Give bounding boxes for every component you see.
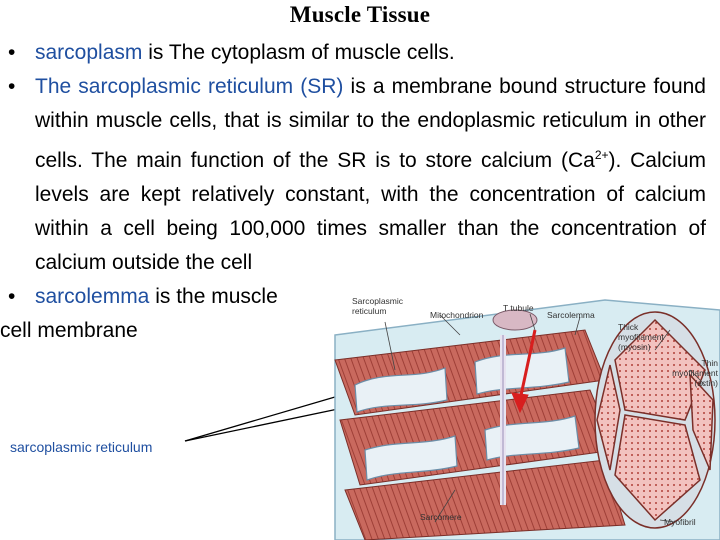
myofibril-section-2 (614, 414, 701, 522)
leader-myofibril (659, 519, 676, 523)
calcium-charge-sup: 2+ (594, 148, 609, 162)
definition-sarcoplasm: The cytoplasm of muscle cells. (163, 41, 455, 64)
mitochondrion-shape (492, 309, 538, 331)
label-sarcomere: Sarcomere (420, 512, 462, 522)
leader-sarcolemma (574, 316, 581, 336)
bullet-is: is (142, 41, 164, 64)
side-label-sarcoplasmic-reticulum: sarcoplasmic reticulum (10, 439, 153, 455)
myofibril-section-3 (689, 372, 714, 471)
reticulum-segment-3 (364, 435, 458, 481)
bullet-list: sarcoplasm is The cytoplasm of muscle ce… (0, 36, 706, 348)
myofibril-section-4 (596, 364, 621, 471)
leader-thin (689, 369, 706, 386)
page-title: Muscle Tissue (289, 2, 431, 27)
term-sarcoplasmic-reticulum: The sarcoplasmic reticulum (SR) (35, 75, 344, 98)
muscle-fiber-diagram (334, 299, 720, 540)
pointer-line-lower (184, 408, 339, 442)
definition-sarcolemma: the muscle (170, 285, 278, 308)
myofibril-section-1 (614, 318, 706, 421)
reticulum-segment-4 (484, 415, 580, 461)
leader-sr (384, 321, 396, 371)
red-arrow-head (511, 392, 529, 414)
leader-ttubule (529, 313, 536, 331)
label-sarcolemma: Sarcolemma (547, 310, 595, 320)
pointer-line-upper (184, 391, 353, 442)
leader-mito (439, 314, 461, 336)
sarcolemma-continuation: cell membrane (0, 319, 138, 342)
bullet-sarcoplasmic-reticulum: The sarcoplasmic reticulum (SR) is a mem… (8, 70, 706, 280)
label-thin-myofilament: Thin myofilament (actin) (672, 358, 718, 388)
red-arrow (511, 329, 537, 414)
red-arrow-shaft (518, 329, 537, 401)
term-sarcoplasm: sarcoplasm (35, 41, 143, 64)
term-sarcolemma: sarcolemma (35, 285, 150, 308)
bullet-is: is (149, 285, 171, 308)
definition-sr-part1: is a membrane bound structure found with… (35, 75, 706, 172)
label-t-tubule: T tubule (503, 303, 534, 313)
label-mitochondrion: Mitochondrion (430, 310, 484, 320)
leader-thick (654, 329, 671, 351)
reticulum-network (354, 347, 580, 481)
cross-section (594, 311, 716, 529)
label-sarcoplasmic-reticulum: Sarcoplasmic reticulum (352, 296, 404, 316)
definition-sr-part2: ). Calcium levels are kept relatively co… (35, 149, 706, 274)
diagram-leader-lines (384, 313, 706, 523)
bullet-sarcoplasm: sarcoplasm is The cytoplasm of muscle ce… (8, 36, 706, 70)
myofibril-bundle-bottom (344, 459, 626, 540)
leader-sarcomere (434, 489, 456, 523)
label-thick-myofilament: Thick myofilament (myosin) (618, 322, 664, 352)
reticulum-segment-1 (354, 367, 448, 413)
bullet-sarcolemma: sarcolemma is the muscle (8, 280, 706, 314)
label-myofibril: Myofibril (664, 517, 696, 527)
